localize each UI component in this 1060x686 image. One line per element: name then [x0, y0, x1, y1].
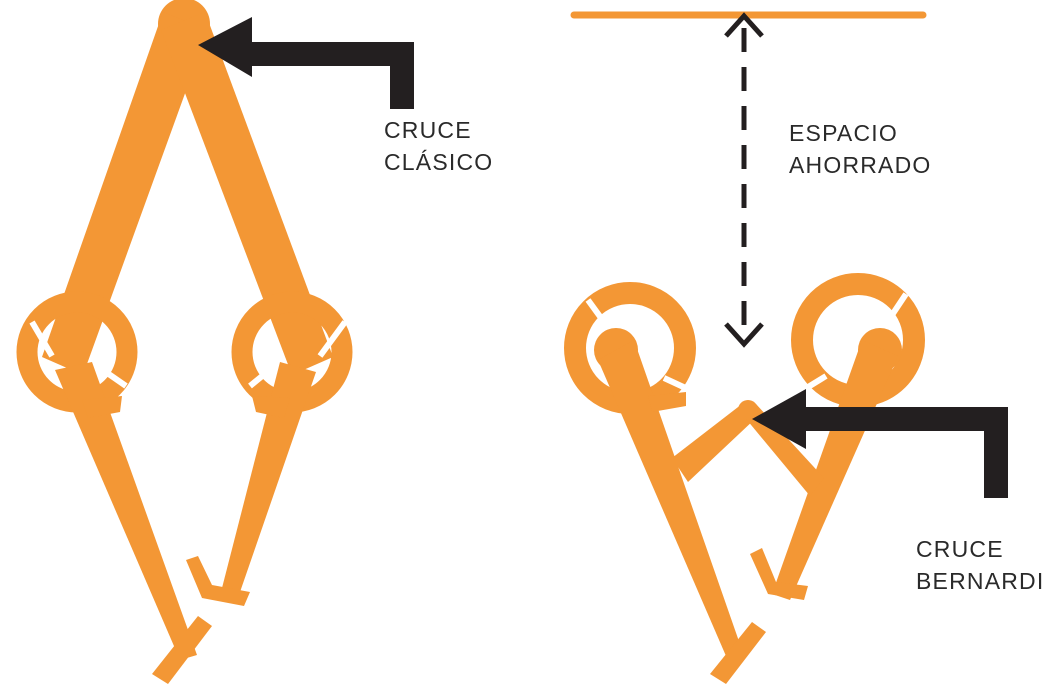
classic-lower-left-leg [55, 362, 197, 660]
bernardi-left-cross-strut [672, 404, 756, 482]
bernardi-right-cross-strut [742, 404, 824, 496]
classic-left-knee-tab [82, 396, 122, 418]
bernardi-left-foot [710, 622, 766, 684]
classic-right-foot [186, 556, 250, 606]
bernardi-label-line1: CRUCE [916, 536, 1004, 562]
space-saved-label-line1: ESPACIO [789, 120, 898, 146]
classic-label-line1: CRUCE [384, 117, 472, 143]
bernardi-left-long-leg [598, 340, 742, 656]
classic-upper-left-arm [42, 12, 208, 375]
space-saved-label-line2: AHORRADO [789, 152, 932, 178]
classic-crossing-mechanism [16, 0, 353, 684]
space-saved-label: ESPACIO AHORRADO [789, 117, 932, 181]
space-saved-dimension-arrow [724, 12, 764, 348]
bernardi-label-line2: BERNARDI [916, 568, 1045, 594]
bernardi-left-knee-tab [648, 392, 686, 412]
classic-pointer-arrow [198, 17, 414, 109]
classic-lower-right-leg [222, 362, 316, 592]
bernardi-crossing-label: CRUCE BERNARDI [916, 533, 1044, 597]
classic-crossing-label: CRUCE CLÁSICO [384, 114, 493, 178]
classic-upper-right-arm [161, 12, 333, 375]
classic-left-foot [152, 616, 212, 684]
bernardi-crossing-mechanism [564, 273, 925, 684]
bernardi-right-long-leg [772, 340, 898, 600]
classic-label-line2: CLÁSICO [384, 149, 494, 175]
classic-right-knee-tab [252, 396, 290, 418]
bernardi-center-pivot [738, 400, 758, 420]
bernardi-right-foot [750, 548, 808, 600]
bernardi-pointer-arrow [752, 389, 1008, 498]
